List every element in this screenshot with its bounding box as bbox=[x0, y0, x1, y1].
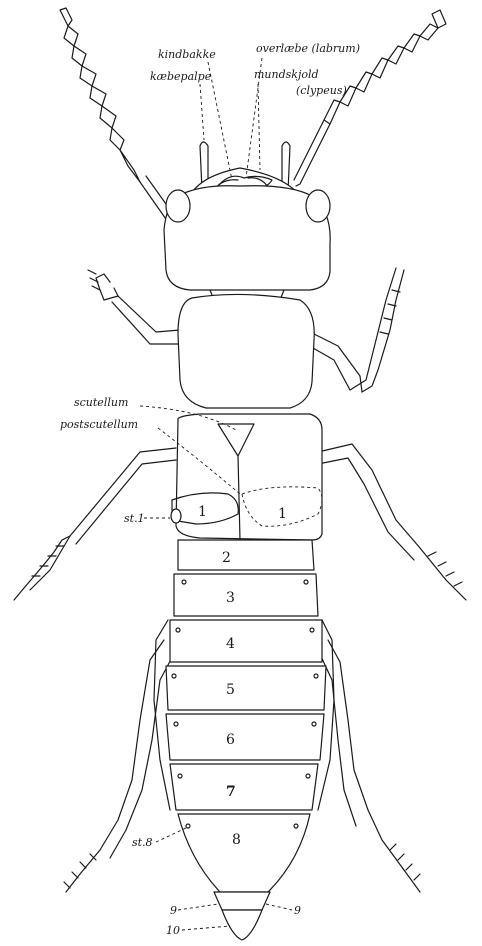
segment-number-1-left: 1 bbox=[198, 504, 207, 520]
segment-number-7: 7 bbox=[226, 784, 236, 800]
label-st1: st.1 bbox=[124, 512, 145, 525]
leader-segment-9-right bbox=[266, 904, 292, 910]
right-middle-leg bbox=[318, 444, 466, 600]
tergite-6 bbox=[166, 714, 324, 760]
left-front-leg bbox=[88, 270, 180, 344]
segment-10 bbox=[222, 910, 262, 940]
abdomen bbox=[154, 540, 334, 940]
leader-kindbakke bbox=[208, 62, 232, 180]
tergite-2 bbox=[178, 540, 314, 570]
segment-number-8: 8 bbox=[232, 832, 241, 848]
tergite-8 bbox=[178, 814, 310, 892]
head bbox=[164, 186, 330, 300]
label-overlaebe: overlæbe (labrum) bbox=[256, 42, 360, 55]
segment-number-1-right: 1 bbox=[278, 506, 287, 522]
spiracle-1 bbox=[171, 509, 181, 523]
pronotum bbox=[178, 294, 314, 408]
segment-number-2: 2 bbox=[222, 550, 231, 566]
right-antenna bbox=[294, 10, 446, 186]
tergite-4 bbox=[170, 620, 322, 662]
leader-mundskjold bbox=[258, 84, 260, 170]
leader-st8 bbox=[156, 828, 186, 842]
label-postscutellum: postscutellum bbox=[60, 418, 138, 431]
label-segment-9-right: 9 bbox=[294, 904, 301, 917]
elytra bbox=[171, 414, 322, 540]
left-hind-leg bbox=[64, 640, 176, 892]
tergite-7 bbox=[170, 764, 318, 810]
label-kaebepalpe: kæbepalpe bbox=[150, 70, 212, 83]
segment-number-3: 3 bbox=[226, 590, 235, 606]
segment-number-5: 5 bbox=[226, 682, 235, 698]
label-segment-9-left: 9 bbox=[170, 904, 177, 917]
label-scutellum: scutellum bbox=[74, 396, 128, 409]
label-clypeus: (clypeus) bbox=[296, 84, 347, 97]
right-eye bbox=[306, 190, 330, 222]
tergite-3 bbox=[174, 574, 318, 616]
left-middle-leg bbox=[14, 448, 176, 600]
label-st8: st.8 bbox=[132, 836, 153, 849]
left-eye bbox=[166, 190, 190, 222]
label-mundskjold: mundskjold bbox=[254, 68, 319, 81]
label-segment-10: 10 bbox=[166, 924, 180, 937]
segment-9 bbox=[214, 892, 270, 910]
tergite-5 bbox=[166, 666, 326, 710]
leader-segment-10 bbox=[182, 926, 230, 930]
left-antenna bbox=[60, 8, 176, 226]
leader-segment-9-left bbox=[178, 904, 218, 910]
segment-number-6: 6 bbox=[226, 732, 235, 748]
segment-number-4: 4 bbox=[226, 636, 235, 652]
label-kindbakke: kindbakke bbox=[158, 48, 216, 61]
leader-kaebepalpe bbox=[200, 84, 204, 140]
